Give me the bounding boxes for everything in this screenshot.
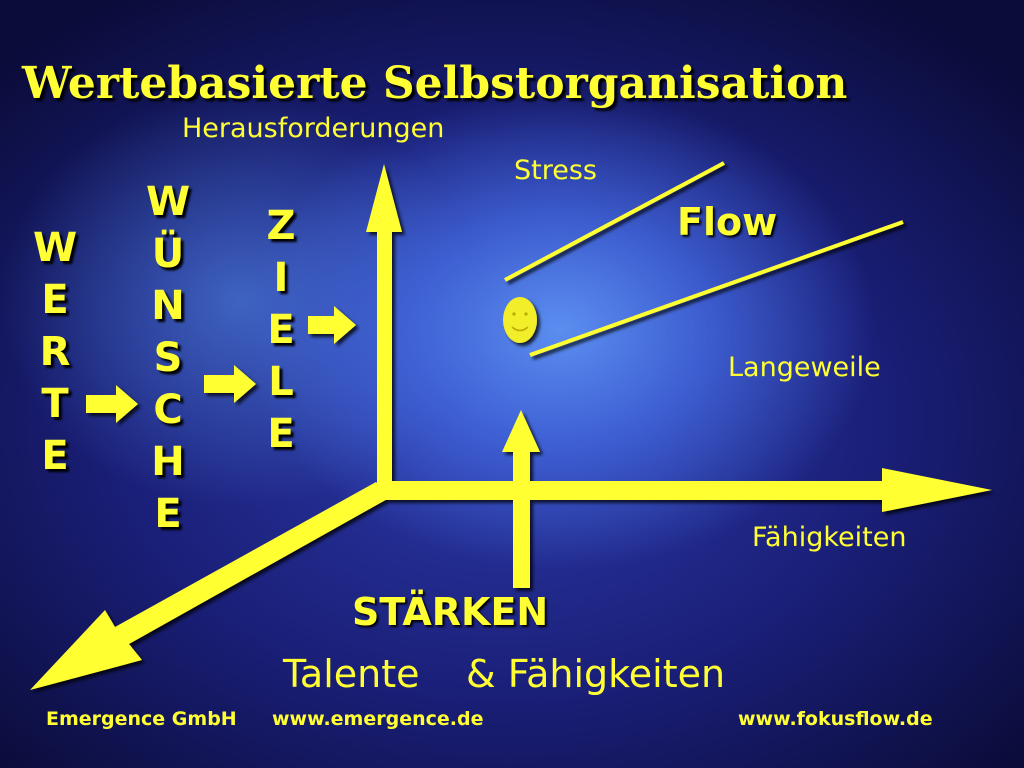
ziele-column: Z I E L E xyxy=(256,200,306,460)
wuensche-letter: H xyxy=(151,439,185,485)
werte-column: W E R T E xyxy=(30,222,80,482)
ziele-letter: L xyxy=(268,359,294,405)
ziele-letter: Z xyxy=(266,203,296,249)
footer-site-fokusflow: www.fokusflow.de xyxy=(738,708,933,730)
wuensche-letter: S xyxy=(153,335,183,381)
flow-label: Flow xyxy=(677,200,778,244)
ziele-letter: E xyxy=(267,411,295,457)
vertical-axis-label: Herausforderungen xyxy=(182,113,445,144)
diagonal-axis-arrow xyxy=(30,482,391,690)
wuensche-letter: W xyxy=(145,179,191,225)
langeweile-label: Langeweile xyxy=(728,352,881,383)
smiley-icon xyxy=(503,297,537,343)
werte-to-wuensche-arrow xyxy=(86,385,138,423)
ziele-letter: I xyxy=(273,255,289,301)
boredom-boundary-line xyxy=(529,220,904,357)
horizontal-axis-label: Fähigkeiten xyxy=(752,522,907,553)
page-title: Wertebasierte Selbstorganisation xyxy=(22,58,848,109)
werte-letter: W xyxy=(32,225,78,271)
wuensche-letter: N xyxy=(151,283,185,329)
wuensche-letter: E xyxy=(154,491,182,537)
horizontal-axis-arrow xyxy=(380,468,992,512)
werte-letter: T xyxy=(41,381,69,427)
faehigkeiten-label: & Fähigkeiten xyxy=(466,652,726,696)
staerken-arrow xyxy=(502,410,540,588)
werte-letter: E xyxy=(41,277,69,323)
talente-label: Talente xyxy=(283,652,420,696)
wuensche-column: W Ü N S C H E xyxy=(143,176,193,540)
ziele-letter: E xyxy=(267,307,295,353)
wuensche-letter: C xyxy=(153,387,183,433)
wuensche-letter: Ü xyxy=(151,231,185,277)
stress-boundary-line xyxy=(504,161,725,282)
footer-site-emergence: www.emergence.de xyxy=(272,708,484,730)
ziele-to-axis-arrow xyxy=(308,306,356,344)
footer-company: Emergence GmbH xyxy=(46,708,237,730)
staerken-label: STÄRKEN xyxy=(352,590,549,634)
werte-letter: R xyxy=(39,329,71,375)
wuensche-to-ziele-arrow xyxy=(204,365,256,403)
stress-label: Stress xyxy=(514,155,597,186)
vertical-axis-arrow xyxy=(366,164,402,490)
werte-letter: E xyxy=(41,433,69,479)
